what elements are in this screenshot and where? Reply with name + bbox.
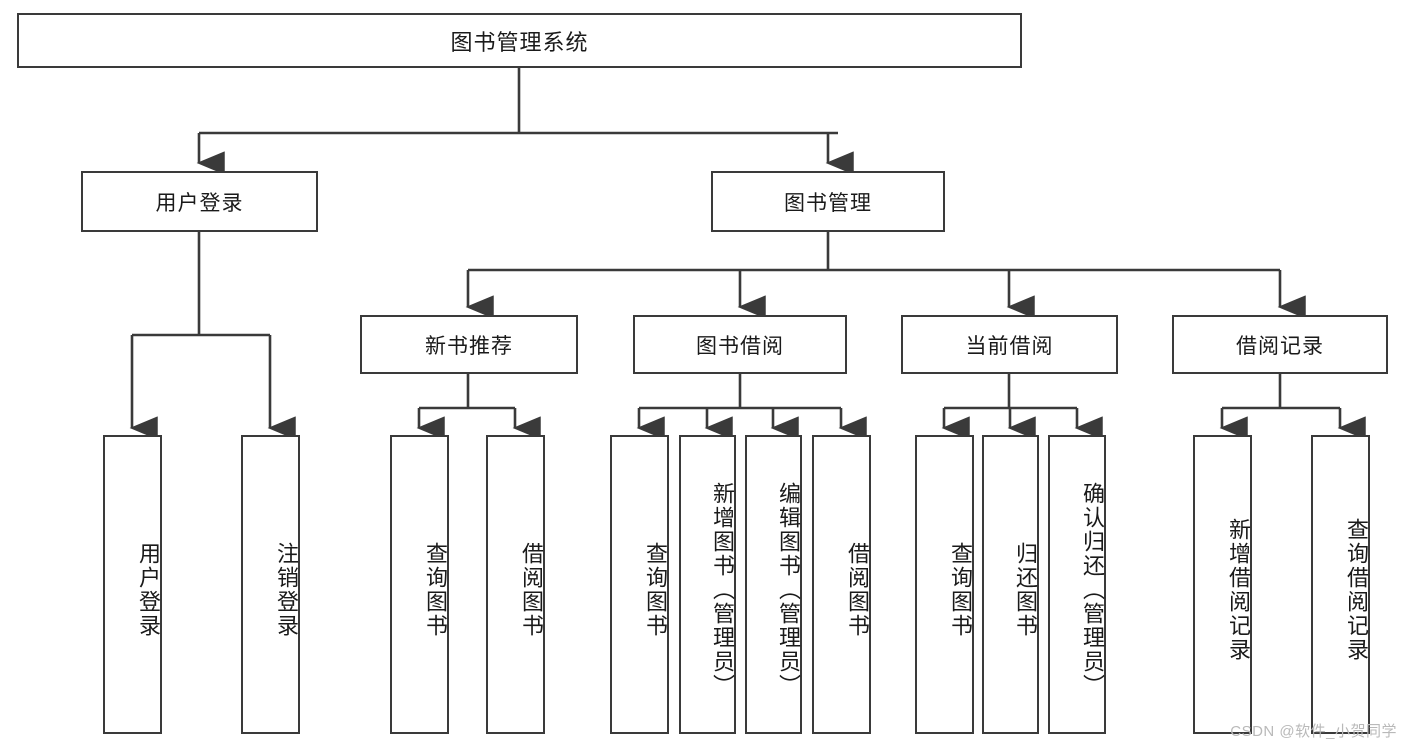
leaf-query-book-2-label: 查询图书 [643,541,668,638]
node-user-login-label: 用户登录 [155,191,244,215]
leaf-add-record-label: 新增借阅记录 [1226,517,1251,662]
leaf-confirm-return-label: 确认归还（管理员） [1080,481,1105,698]
node-borrow-record[interactable]: 借阅记录 [1172,315,1388,374]
leaf-borrow-book-1[interactable]: 借阅图书 [486,435,545,734]
node-user-login[interactable]: 用户登录 [81,171,318,232]
node-root[interactable]: 图书管理系统 [17,13,1022,68]
leaf-add-book-label: 新增图书（管理员） [710,481,735,698]
leaf-add-record[interactable]: 新增借阅记录 [1193,435,1252,734]
leaf-user-logout[interactable]: 注销登录 [241,435,300,734]
leaf-return-book[interactable]: 归还图书 [982,435,1039,734]
leaf-borrow-book-2[interactable]: 借阅图书 [812,435,871,734]
node-book-manage-label: 图书管理 [784,191,872,215]
node-new-book-recommend-label: 新书推荐 [425,334,513,358]
leaf-user-login[interactable]: 用户登录 [103,435,162,734]
leaf-return-book-label: 归还图书 [1013,541,1038,638]
node-book-borrow-label: 图书借阅 [696,334,784,358]
leaf-add-book[interactable]: 新增图书（管理员） [679,435,736,734]
leaf-query-record[interactable]: 查询借阅记录 [1311,435,1370,734]
node-current-borrow[interactable]: 当前借阅 [901,315,1118,374]
node-borrow-record-label: 借阅记录 [1236,334,1324,358]
node-current-borrow-label: 当前借阅 [965,334,1054,358]
node-book-borrow[interactable]: 图书借阅 [633,315,847,374]
leaf-borrow-book-2-label: 借阅图书 [845,541,870,638]
leaf-query-book-1[interactable]: 查询图书 [390,435,449,734]
leaf-user-login-label: 用户登录 [136,541,161,638]
node-book-manage[interactable]: 图书管理 [711,171,945,232]
node-root-label: 图书管理系统 [450,29,589,55]
leaf-edit-book[interactable]: 编辑图书（管理员） [745,435,802,734]
leaf-confirm-return[interactable]: 确认归还（管理员） [1048,435,1106,734]
node-new-book-recommend[interactable]: 新书推荐 [360,315,578,374]
leaf-query-book-3-label: 查询图书 [948,541,973,638]
leaf-query-book-1-label: 查询图书 [423,541,448,638]
leaf-user-logout-label: 注销登录 [274,541,299,638]
leaf-query-book-2[interactable]: 查询图书 [610,435,669,734]
leaf-query-book-3[interactable]: 查询图书 [915,435,974,734]
leaf-borrow-book-1-label: 借阅图书 [519,541,544,638]
leaf-edit-book-label: 编辑图书（管理员） [776,481,801,698]
leaf-query-record-label: 查询借阅记录 [1344,517,1369,662]
